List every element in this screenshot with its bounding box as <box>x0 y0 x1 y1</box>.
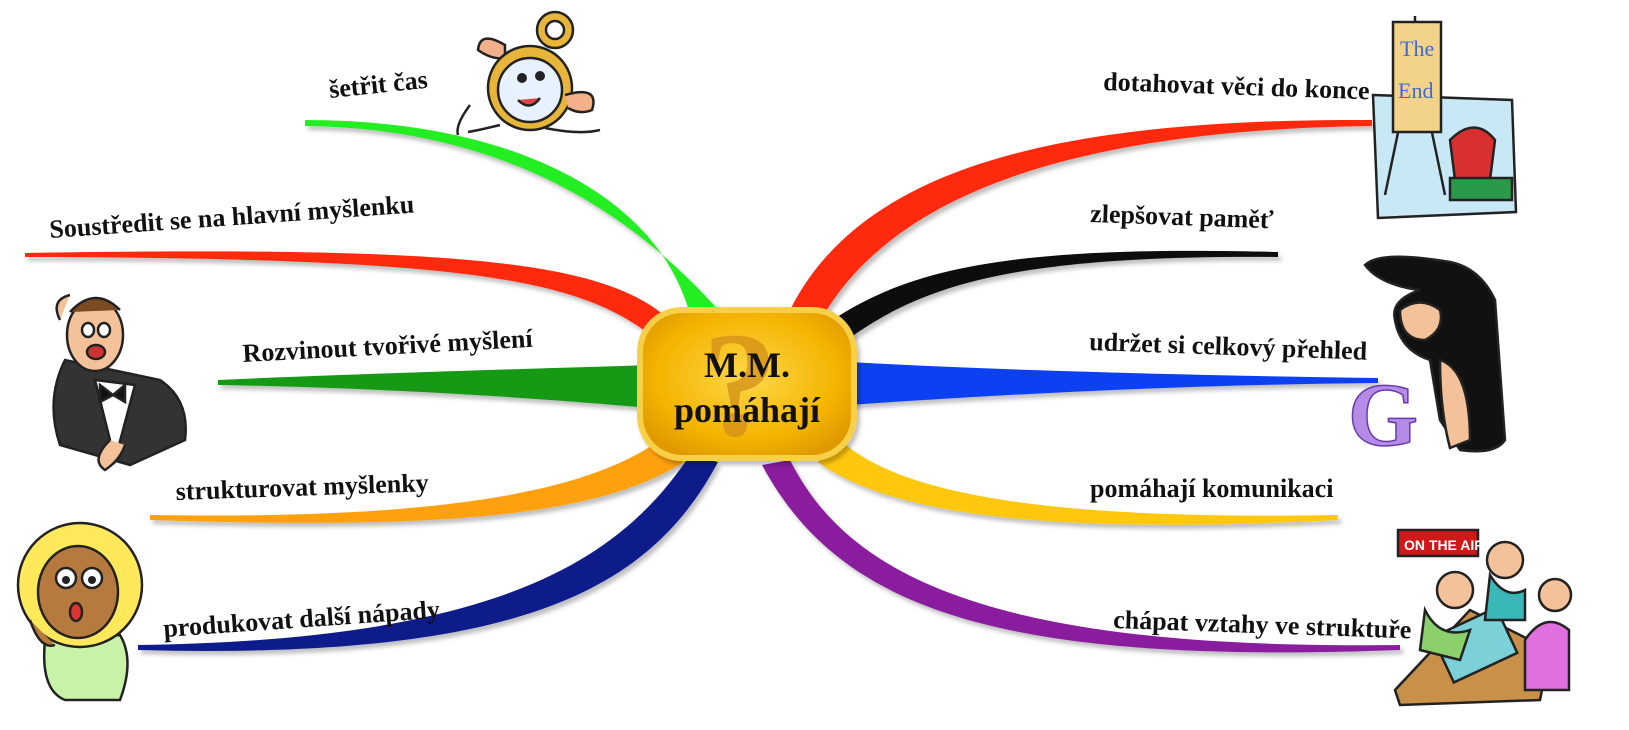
label-structure-thoughts: strukturovat myšlenky <box>175 468 429 506</box>
central-node: ? M.M. pomáhají <box>637 302 857 468</box>
stopwatch-illustration <box>456 10 601 136</box>
label-finish-things: dotahovat věci do konce <box>1103 67 1370 105</box>
branch-focus-main-idea <box>25 251 680 345</box>
center-title-line1: M.M. <box>704 345 790 385</box>
girl-illustration <box>16 521 144 702</box>
question-mark-icon: ? <box>703 302 778 468</box>
branch-help-communication <box>818 440 1338 525</box>
the-end-easel-illustration: The End <box>1371 16 1518 220</box>
sign-text-the: The <box>1400 36 1434 61</box>
branch-save-time <box>305 120 720 315</box>
label-keep-overview: udržet si celkový přehled <box>1089 327 1368 366</box>
branch-creative-thinking <box>218 365 650 408</box>
on-the-air-sign-text: ON THE AIR <box>1404 537 1484 553</box>
label-focus-main-idea: Soustředit se na hlavní myšlenku <box>48 190 415 244</box>
label-creative-thinking: Rozvinout tvořivé myšlení <box>242 324 534 368</box>
on-the-air-illustration: ON THE AIR <box>1393 528 1573 707</box>
branches-group <box>25 119 1400 653</box>
pointing-hand-illustration: G <box>1347 255 1507 466</box>
label-help-communication: pomáhají komunikaci <box>1090 474 1333 503</box>
letter-g-icon: G <box>1348 366 1418 465</box>
surprised-man-illustration <box>52 293 187 472</box>
branch-keep-overview <box>850 362 1378 405</box>
label-improve-memory: zlepšovat paměť <box>1090 199 1275 234</box>
label-save-time: šetřit čas <box>328 65 429 104</box>
central-node-box <box>637 307 857 461</box>
sign-text-end: End <box>1398 78 1433 103</box>
center-title-line2: pomáhají <box>674 390 821 430</box>
branch-finish-things <box>790 119 1372 318</box>
branch-produce-ideas <box>138 455 718 651</box>
branch-structure-thoughts <box>150 440 684 523</box>
branch-improve-memory <box>818 250 1278 345</box>
